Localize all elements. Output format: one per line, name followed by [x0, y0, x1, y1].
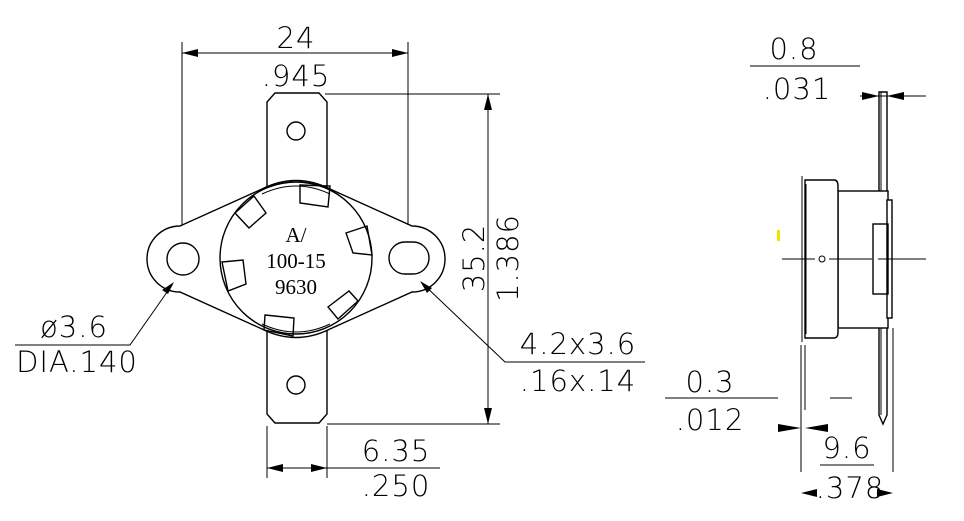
side-cap	[804, 179, 839, 339]
slot-mm: 4.2x3.6	[520, 327, 636, 361]
width-dimension: 24 .945	[181, 21, 409, 225]
mounting-flange	[146, 179, 446, 339]
terminal-thickness-in: .031	[763, 72, 832, 106]
tab-mm: 6.35	[362, 434, 431, 468]
mounting-slot	[388, 241, 430, 275]
flange-dimension: 0.3 .012	[665, 328, 894, 472]
mounting-hole-round	[166, 242, 200, 276]
width-in: .945	[262, 59, 331, 93]
tab-in: .250	[362, 469, 431, 503]
depth-mm: 9.6	[822, 431, 871, 465]
height-in: 1.386	[491, 214, 525, 302]
yellow-marker	[777, 230, 780, 241]
top-tab-hole	[286, 121, 306, 141]
tab-dimension: 6.35 .250	[266, 426, 440, 503]
marking-line-3: 9630	[275, 275, 317, 299]
cap-notches	[221, 184, 373, 337]
flange-in: .012	[676, 403, 745, 437]
height-mm: 35.2	[457, 224, 491, 293]
front-view: A/ 100-15 9630	[146, 92, 446, 424]
height-dimension: 35.2 1.386	[325, 93, 525, 425]
width-mm: 24	[277, 21, 316, 55]
terminal-thickness-mm: 0.8	[769, 32, 818, 66]
flange-inner-line	[261, 185, 331, 333]
bottom-tab-hole	[286, 375, 306, 395]
depth-in: .378	[816, 471, 885, 505]
hole-dimension: ø3.6 DIA.140	[15, 282, 174, 379]
depth-dimension: 9.6 .378	[801, 431, 893, 505]
slot-dimension: 4.2x3.6 .16x.14	[420, 281, 645, 398]
slot-in: .16x.14	[520, 364, 636, 398]
hole-mm: ø3.6	[40, 310, 108, 344]
thermostat-cap	[219, 181, 373, 335]
terminal-thickness-dimension: 0.8 .031	[750, 32, 926, 106]
flange-mm: 0.3	[685, 365, 734, 399]
marking-line-2: 100-15	[266, 249, 326, 273]
hole-in: DIA.140	[16, 345, 138, 379]
side-view	[777, 91, 926, 426]
marking-line-1: A/	[286, 223, 307, 247]
